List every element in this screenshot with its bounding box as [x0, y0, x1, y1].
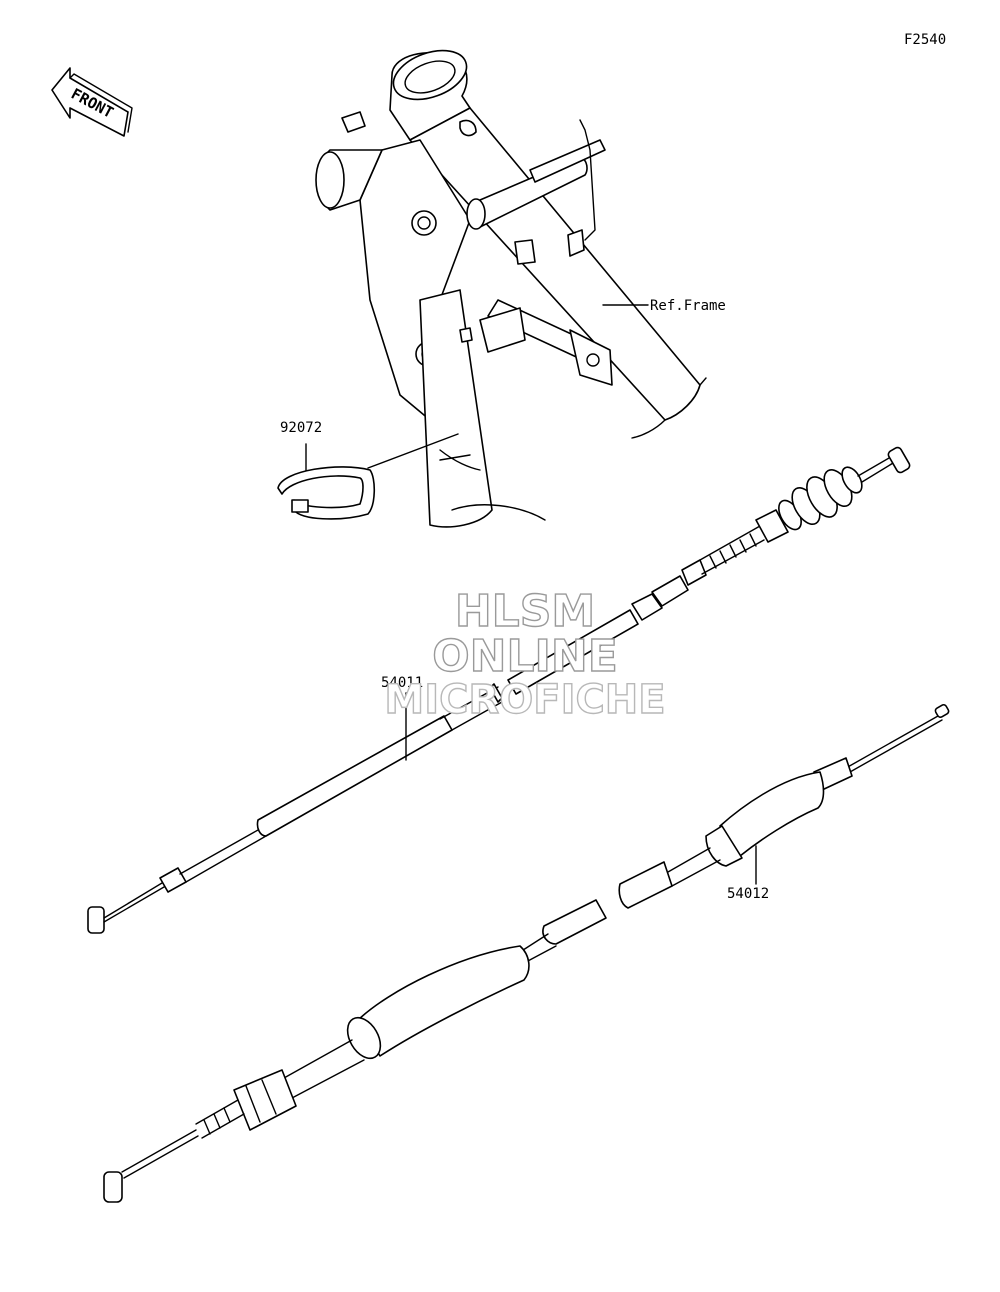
figure-code: F2540	[904, 32, 947, 48]
cable-54011-drawing	[87, 446, 911, 934]
cable-54012-drawing	[103, 703, 950, 1203]
frame-drawing	[315, 49, 707, 528]
callout-54012: 54012	[727, 886, 770, 902]
front-arrow-icon: FRONT	[51, 67, 133, 137]
cable-tie-92072-drawing	[277, 433, 459, 520]
callout-ref-frame: Ref.Frame	[650, 298, 726, 314]
callout-54011: 54011	[381, 675, 424, 691]
callout-92072: 92072	[280, 420, 323, 436]
